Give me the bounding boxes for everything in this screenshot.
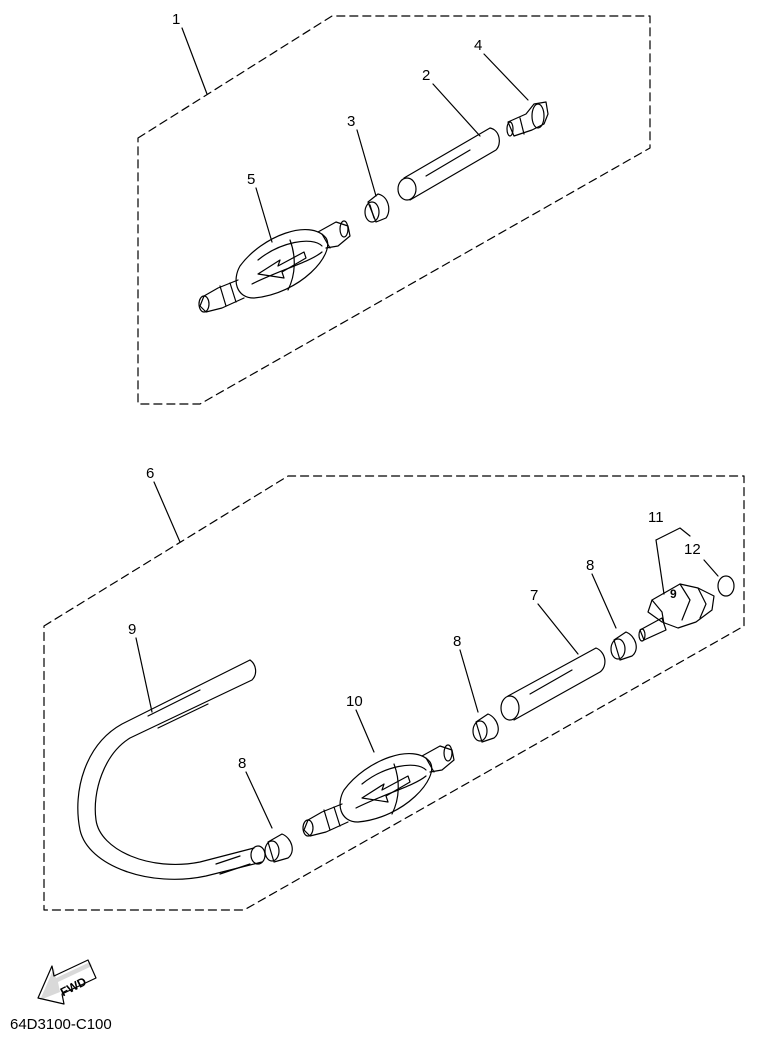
callout-7: 7 xyxy=(530,587,538,604)
callout-1: 1 xyxy=(172,11,180,28)
leader-8c xyxy=(245,771,273,829)
leader-6 xyxy=(153,481,181,543)
leader-9 xyxy=(135,637,153,713)
svg-text:9: 9 xyxy=(670,587,677,601)
part-9-hose xyxy=(77,659,266,880)
callout-6: 6 xyxy=(146,465,154,482)
leader-11 xyxy=(655,527,691,541)
part-8b-clip xyxy=(472,713,499,743)
callout-8a: 8 xyxy=(586,557,594,574)
group-6-outline xyxy=(43,475,745,911)
leader-1 xyxy=(181,27,208,95)
callout-3: 3 xyxy=(347,113,355,130)
part-3-clip xyxy=(364,193,390,223)
callout-10: 10 xyxy=(346,693,363,710)
part-12-o-ring xyxy=(717,575,735,597)
callout-12: 12 xyxy=(684,541,701,558)
callout-11: 11 xyxy=(648,509,664,526)
part-5-primer-bulb xyxy=(198,220,351,313)
part-11-connector: 9 xyxy=(638,583,715,642)
callout-8c: 8 xyxy=(238,755,246,772)
callout-2: 2 xyxy=(422,67,430,84)
leader-8b xyxy=(459,649,479,713)
drawing-reference: 64D3100-C100 xyxy=(10,1016,112,1033)
leader-4 xyxy=(483,53,529,101)
part-8a-clip xyxy=(610,631,637,661)
callout-9: 9 xyxy=(128,621,136,638)
leader-8a xyxy=(591,573,617,629)
part-7-hose xyxy=(500,647,606,721)
fwd-arrow-icon xyxy=(37,959,97,1005)
part-10-primer-bulb xyxy=(302,744,455,837)
part-4-fitting xyxy=(506,101,549,137)
leader-12 xyxy=(703,559,719,577)
group-1-outline xyxy=(137,15,651,405)
leader-2 xyxy=(432,83,481,137)
part-2-hose xyxy=(397,127,500,201)
part-8c-clip xyxy=(264,833,293,863)
leader-10 xyxy=(355,709,375,753)
leader-11b xyxy=(655,539,665,595)
callout-8b: 8 xyxy=(453,633,461,650)
leader-7 xyxy=(537,603,579,655)
callout-4: 4 xyxy=(474,37,482,54)
leader-3 xyxy=(356,129,377,197)
leader-5 xyxy=(255,187,273,243)
callout-5: 5 xyxy=(247,171,255,188)
